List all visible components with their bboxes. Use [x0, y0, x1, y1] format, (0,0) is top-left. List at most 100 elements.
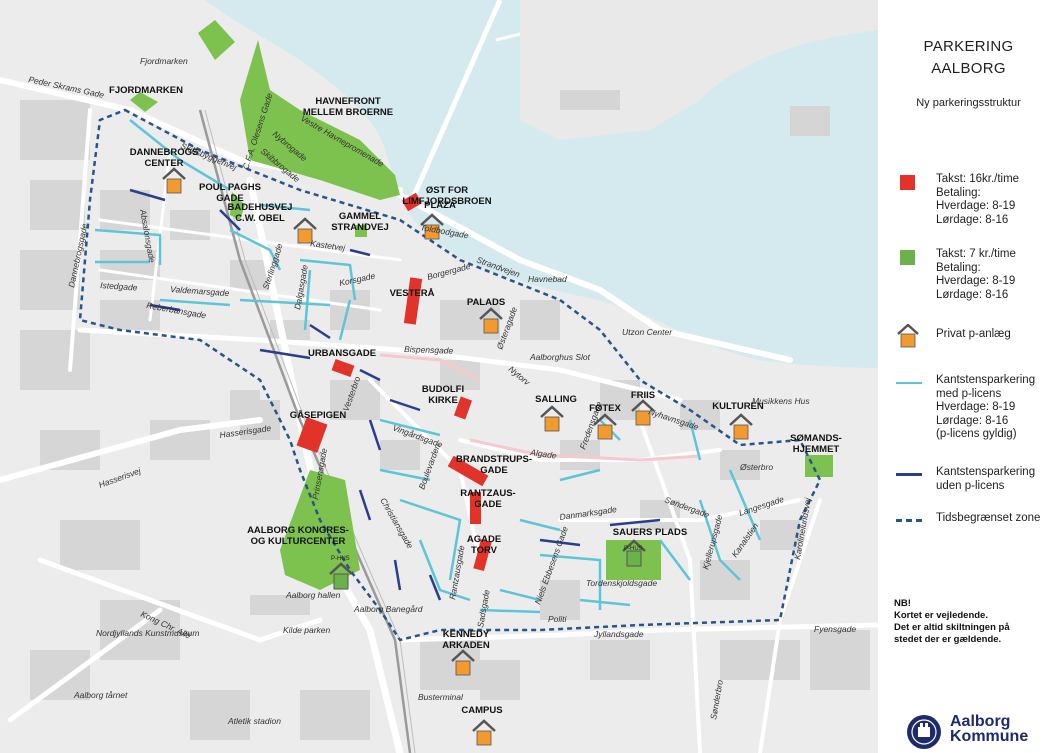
street-label: Musikkens Hus [752, 396, 810, 406]
street-label: Tordenskjoldsgade [586, 578, 657, 588]
parking-label-kulturen: KULTUREN [712, 401, 764, 412]
legend-title-line1: PARKERING [923, 38, 1014, 55]
parking-label-poulpaghs: GADE [216, 193, 243, 204]
parking-label-badehus: C.W. OBEL [235, 213, 285, 224]
street-label: Havnebad [528, 274, 567, 284]
parking-label-somands: SØMANDS- [790, 433, 842, 444]
parking-label-salling: SALLING [535, 394, 577, 405]
parking-label-gammel: GAMMEL [339, 211, 381, 222]
limfjordsbroen-bridge [409, 0, 503, 202]
water-limfjorden [205, 0, 878, 368]
legend-zone-text: Tidsbegrænset zone [936, 512, 1041, 524]
disclaimer-note: NB! Kortet er vejledende. Det er altid s… [894, 598, 1010, 645]
parking-label-sauers: SAUERS PLADS [613, 527, 687, 538]
private-parking-house-icon [593, 413, 617, 440]
private-parking-house-icon [631, 399, 655, 426]
legend-item-zone: Tidsbegrænset zone [892, 512, 1057, 528]
green-parking-zones [130, 20, 833, 590]
private-parking-house-icon [293, 217, 317, 244]
city-blocks [20, 100, 870, 740]
parking-label-dannebrogs: DANNEBROGS [130, 147, 199, 158]
dashed-line-icon [896, 519, 922, 522]
private-parking-house-icon [420, 213, 444, 240]
parking-label-rantzaus: RANTZAUS- [460, 488, 515, 499]
parking-label-rantzaus: GADE [474, 499, 501, 510]
parking-label-urbans: URBANSGADE [308, 348, 376, 359]
parking-label-dannebrogs: CENTER [144, 158, 183, 169]
legend-item-private: Privat p-anlæg [892, 324, 1057, 348]
logo-text: Aalborg Kommune [950, 713, 1029, 745]
street-label: Aalborg hallen [285, 590, 341, 600]
parking-label-kennedy: KENNEDY [443, 629, 490, 640]
phus-house-icon [622, 539, 646, 567]
parking-label-ost: LIMFJORDSBROEN [402, 196, 491, 207]
aalborg-kommune-logo: Aalborg Kommune [906, 712, 1056, 752]
parking-label-friis: FRIIS [631, 390, 655, 401]
curb-parking-licens [94, 119, 762, 614]
seal-icon [907, 715, 941, 749]
parking-label-agade: TORV [471, 545, 498, 556]
street-label: Østerbro [739, 462, 773, 472]
parking-label-brandstrup: GADE [480, 465, 507, 476]
parking-label-fotex: FØTEX [589, 403, 621, 414]
street-label: Nordjyllands Kunstmuseum [96, 628, 199, 638]
parking-label-brandstrup: BRANDSTRUPS- [456, 454, 532, 465]
green-square-icon [900, 250, 915, 265]
street-label: Busterminal [418, 692, 464, 702]
street-label: Aalborg Banegård [353, 604, 423, 614]
private-parking-house-icon [729, 413, 753, 440]
street-label: Utzon Center [622, 327, 673, 337]
parking-label-somands: HJEMMET [793, 444, 840, 455]
legend-private-text: Privat p-anlæg [936, 328, 1011, 340]
street-label: Jyllandsgade [593, 629, 644, 639]
legend-title-line2: AALBORG [931, 60, 1006, 77]
phus-house-icon [329, 562, 353, 590]
parking-label-vestera: VESTERÅ [390, 288, 435, 299]
parking-label-poulpaghs: POUL PAGHS [199, 182, 261, 193]
street-label: Politi [548, 614, 568, 624]
street-label: Aalborghus Slot [529, 352, 591, 362]
parking-label-fjordmarken: FJORDMARKEN [109, 85, 183, 96]
parking-label-kennedy: ARKADEN [442, 640, 490, 651]
street-label: Bispensgade [404, 344, 454, 356]
curb-parking-ulicens [129, 188, 661, 601]
street-label: Kilde parken [283, 625, 331, 635]
street-label: Atletik stadion [227, 716, 281, 726]
street-label: Valdemarsgade [170, 284, 230, 298]
parking-label-budolfi: KIRKE [428, 395, 458, 406]
parking-label-badehus: BADEHUSVEJ [228, 202, 293, 213]
street-label: Algade [529, 447, 558, 461]
street-label: Fjordmarken [140, 56, 188, 66]
parking-label-gasepigen: GÅSEPIGEN [290, 410, 347, 421]
darkblue-line-icon [896, 473, 922, 476]
time-limited-zone [78, 108, 822, 642]
cyan-line-icon [896, 382, 922, 384]
private-parking-house-icon [479, 307, 503, 334]
parking-label-campus: CAMPUS [461, 705, 502, 716]
private-parking-house-icon [897, 324, 919, 348]
parking-label-ost: ØST FOR [426, 185, 468, 196]
private-parking-house-icon [162, 167, 186, 194]
phus-label: P-HUS [331, 556, 350, 562]
red-square-icon [900, 175, 915, 190]
private-parking-house-icon [451, 649, 475, 676]
phus-icons: P-HUS P-HUS [329, 539, 646, 590]
private-parking-icons [162, 167, 753, 746]
street-label: Aalborg tårnet [73, 690, 128, 700]
parking-label-plaza: PLAZA [424, 200, 456, 211]
street-label: Istedgade [100, 280, 138, 293]
street-label: Kastetvej [310, 238, 347, 253]
parking-label-havnefront: MELLEM BROERNE [303, 107, 393, 118]
pedestrian-streets [379, 353, 701, 462]
parking-label-budolfi: BUDOLFI [422, 384, 464, 395]
parking-label-kongres: AALBORG KONGRES- [247, 525, 349, 536]
